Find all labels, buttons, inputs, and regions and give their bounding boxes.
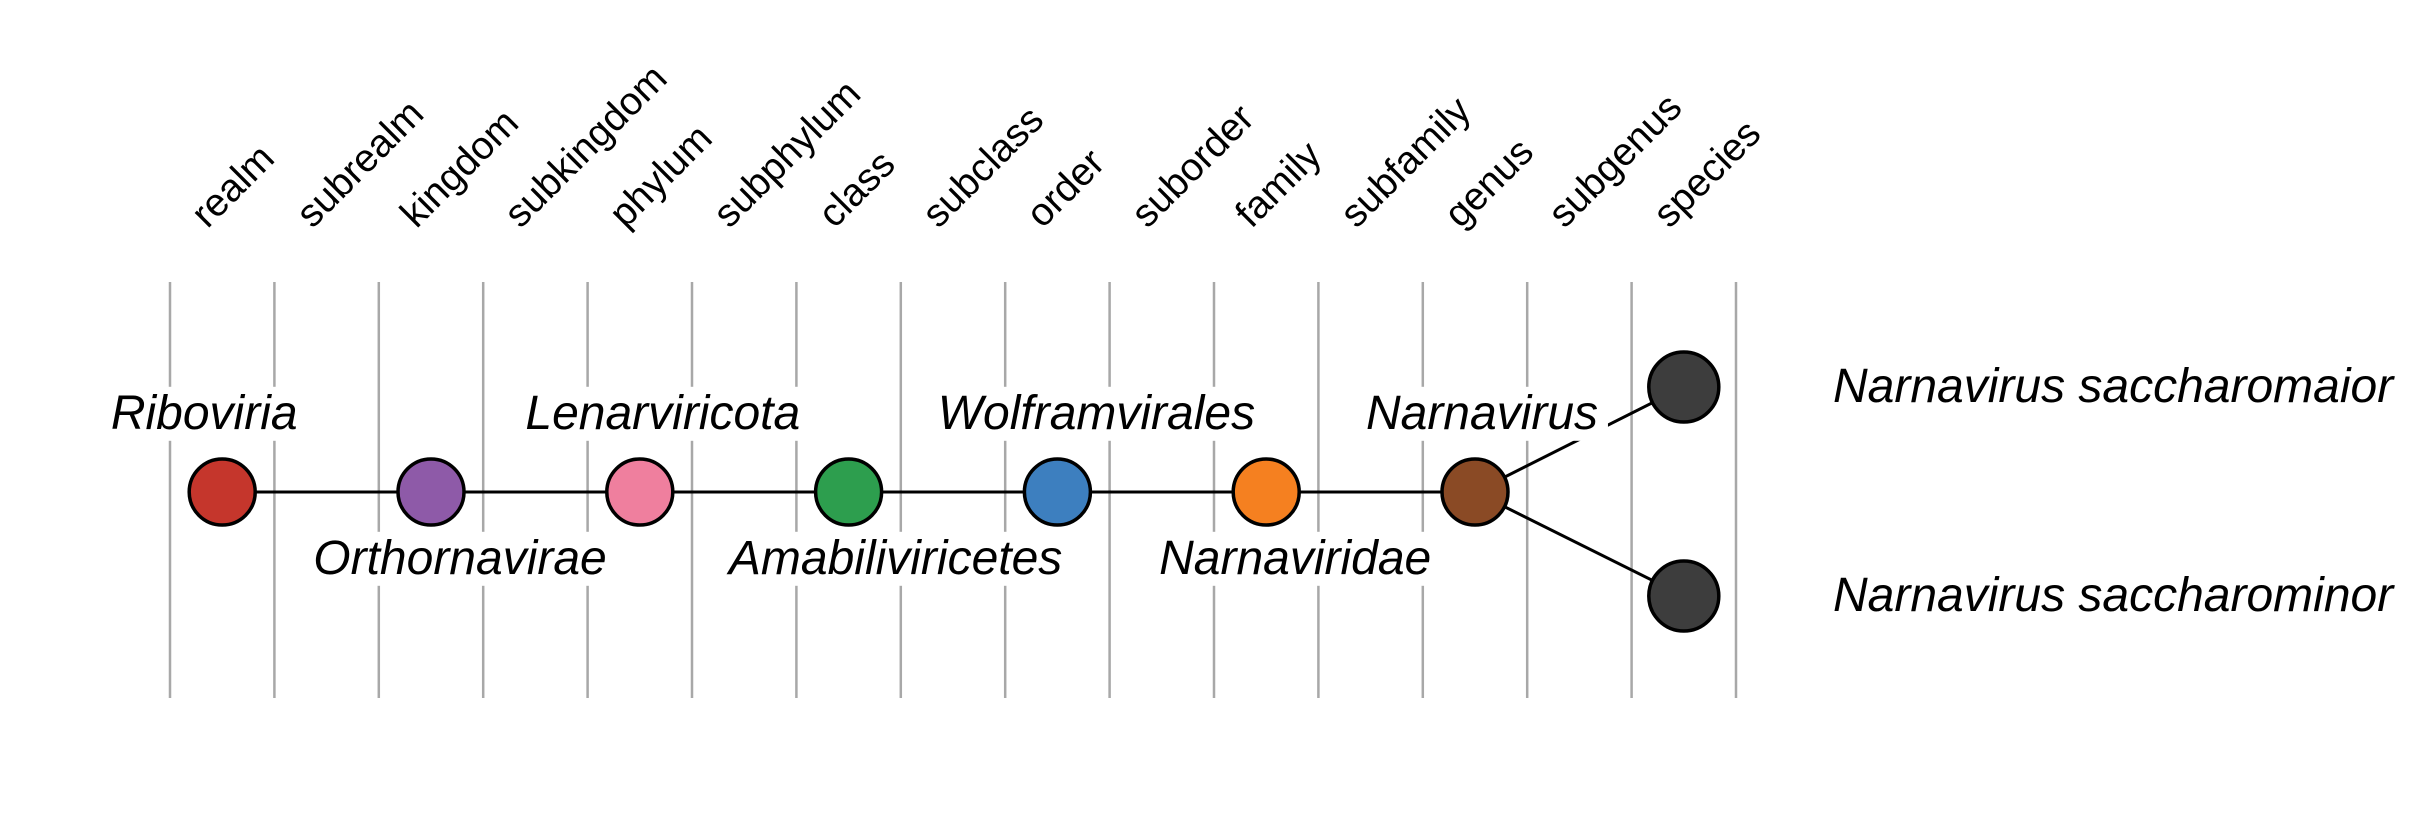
node-class [813, 457, 884, 527]
node-label-realm: Riboviria [100, 386, 308, 442]
node-label-order: Wolframvirales [927, 386, 1266, 442]
node-kingdom [396, 457, 466, 527]
species-label-upper: Narnavirus saccharomaior [1833, 359, 2394, 413]
node-family [1231, 457, 1301, 527]
node-order [1022, 457, 1093, 527]
node-label-family: Narnaviridae [1149, 531, 1442, 587]
node-phylum [605, 457, 675, 527]
node-label-phylum: Lenarviricota [515, 386, 811, 442]
node-species-upper [1647, 350, 1721, 424]
node-species-lower [1647, 559, 1721, 633]
node-label-class: Amabiliviricetes [718, 531, 1073, 587]
node-label-kingdom: Orthornavirae [303, 531, 617, 587]
node-realm [187, 457, 257, 527]
species-label-lower: Narnavirus saccharominor [1833, 568, 2394, 622]
lineage-nodes [187, 350, 1721, 633]
species-branch-line [1474, 490, 1685, 598]
rank-gridlines [168, 282, 1738, 698]
node-label-genus: Narnavirus [1355, 386, 1609, 442]
node-genus [1440, 457, 1510, 527]
